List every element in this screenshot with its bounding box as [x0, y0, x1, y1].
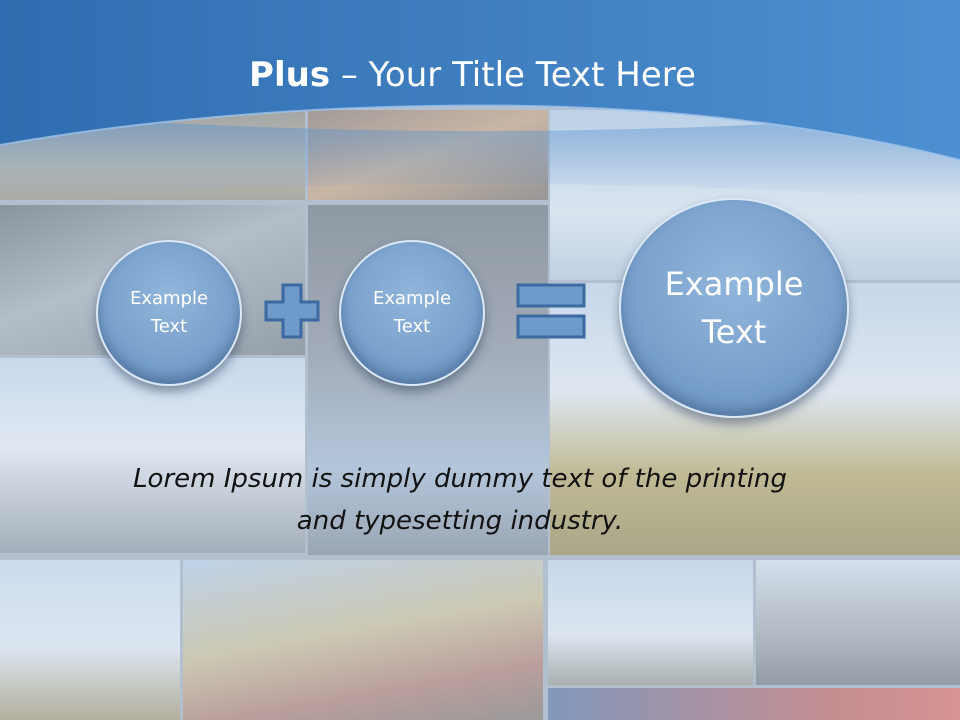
title-bold-part: Plus [249, 55, 331, 95]
circle-2-line1: Example [372, 288, 452, 309]
circle-3-line1: Example [664, 265, 804, 303]
circle-3-line2: Text [701, 313, 767, 351]
caption-line-2: and typesetting industry. [296, 506, 624, 536]
circle-1-line2: Text [150, 316, 188, 337]
example-circle-result[interactable]: Example Text [619, 198, 849, 418]
circle-1-line1: Example [129, 288, 209, 309]
plus-icon [264, 283, 320, 339]
header-band [0, 0, 960, 200]
example-circle-2[interactable]: Example Text [339, 240, 485, 386]
slide-title: Plus – Your Title Text Here [0, 50, 945, 100]
circle-2-line2: Text [393, 316, 431, 337]
equals-icon [516, 283, 586, 339]
title-rest-part: – Your Title Text Here [330, 55, 696, 95]
example-circle-1[interactable]: Example Text [96, 240, 242, 386]
caption-text: Lorem Ipsum is simply dummy text of the … [60, 458, 860, 542]
caption-line-1: Lorem Ipsum is simply dummy text of the … [133, 464, 787, 494]
